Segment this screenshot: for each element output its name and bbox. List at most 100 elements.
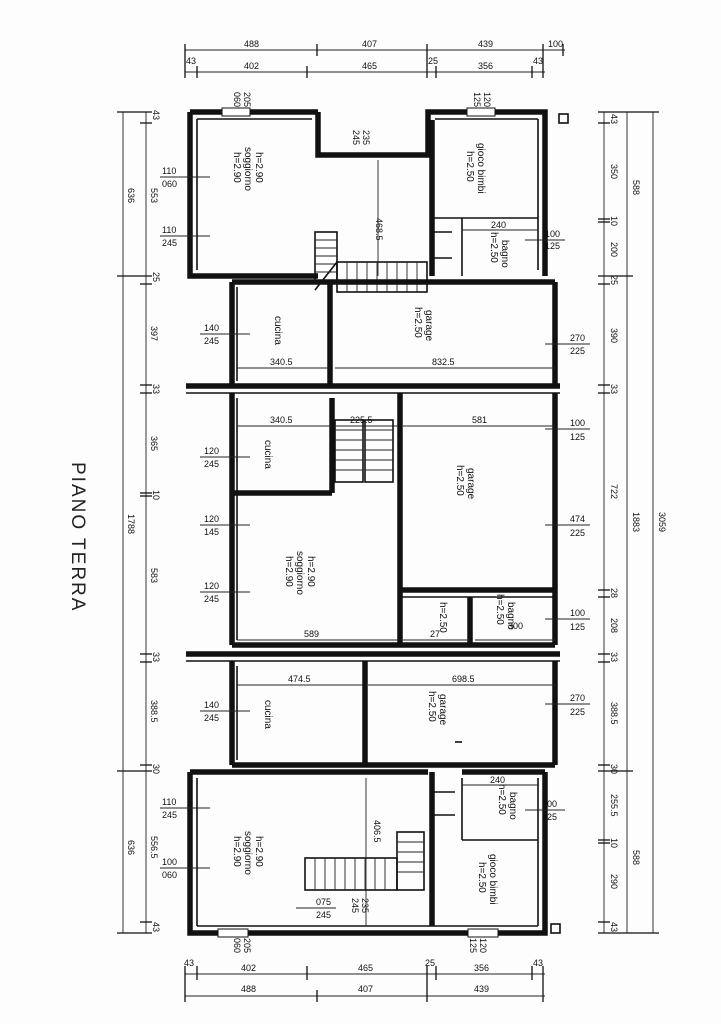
dim-left-365: 365 [149,436,159,451]
dim-left-388-5: 388.5 [149,700,159,723]
dim-left-583: 583 [149,568,159,583]
opening-100-125-d: 100 125 [525,799,565,822]
svg-text:h=2.50: h=2.50 [476,862,487,893]
svg-text:474: 474 [570,514,585,524]
svg-text:245: 245 [316,910,331,920]
interior-dims: 468.5 340.5 832.5 340.5 225.5 581 589 27… [270,218,523,843]
dim-240-a: 240 [491,220,506,230]
room-bagno-bot: bagno h=2.50 [496,784,518,820]
opening-120-125-top: 120 125 [472,92,492,107]
svg-text:245: 245 [350,898,360,913]
dim-left-1788: 1788 [126,514,136,534]
dim-bot-488: 488 [241,984,256,994]
opening-235-245-top: 235 245 [351,130,371,145]
dim-340-5-b: 340.5 [270,415,293,425]
dim-340-5-a: 340.5 [270,357,293,367]
svg-text:h=2.90: h=2.90 [253,152,264,183]
opening-270-225-b: 270 225 [545,693,590,717]
svg-text:245: 245 [204,594,219,604]
room-h-small: h=2.50 [437,602,448,633]
dim-right-33b: 33 [609,652,619,662]
svg-text:125: 125 [570,432,585,442]
opening-120-125-bot: 120 125 [468,938,488,953]
svg-text:120: 120 [204,581,219,591]
dim-589: 589 [304,629,319,639]
opening-120-245-a: 120 245 [200,446,250,469]
svg-text:125: 125 [570,622,585,632]
room-bagno-top: bagno h=2.50 [488,232,510,268]
svg-text:gioco bimbi: gioco bimbi [487,854,498,905]
dim-225-5: 225.5 [350,415,373,425]
dim-468-5: 468.5 [374,218,384,241]
svg-text:h=2.90: h=2.90 [283,556,294,587]
svg-text:125: 125 [472,92,482,107]
svg-text:110: 110 [162,797,176,807]
svg-text:100: 100 [542,799,557,809]
room-labels: h=2.90 soggiorno h=2.90 gioco bimbi h=2.… [231,143,518,905]
dim-bot-43b: 43 [533,958,543,968]
dim-right-388-5: 388.5 [609,702,619,725]
dim-top-407: 407 [362,39,377,49]
svg-text:120: 120 [478,938,488,953]
svg-text:h=2.90: h=2.90 [231,152,242,183]
dim-right-3059: 3059 [657,512,667,532]
svg-text:100: 100 [570,608,585,618]
dim-832-5: 832.5 [432,357,455,367]
left-dimension-lines: 636 1788 636 43 553 25 397 33 365 10 583… [117,110,161,934]
bottom-dimension-lines: 43 402 465 25 356 43 488 407 439 [184,958,545,1002]
dim-right-25: 25 [609,275,619,285]
room-gioco-bot: gioco bimbi h=2.50 [476,854,498,905]
opening-120-245-b: 120 245 [200,581,250,604]
svg-text:245: 245 [204,713,219,723]
svg-text:060: 060 [162,870,177,880]
dim-left-33b: 33 [151,652,161,662]
svg-text:125: 125 [542,812,557,822]
interior-dim-lines [237,160,555,926]
svg-text:h=2.50: h=2.50 [464,151,475,182]
svg-text:235: 235 [360,898,370,913]
dim-698-5: 698.5 [452,674,475,684]
dim-right-10a: 10 [609,216,619,226]
dim-left-553: 553 [149,188,159,203]
dim-406-5: 406.5 [372,820,382,843]
svg-text:225: 225 [570,346,585,356]
dim-right-28: 28 [609,588,619,598]
dim-top-100: 100 [548,39,563,49]
svg-text:225: 225 [570,528,585,538]
svg-text:205: 205 [242,92,252,107]
dim-right-390: 390 [609,328,619,343]
svg-text:110: 110 [162,225,176,235]
opening-474-225: 474 225 [545,514,590,538]
right-dimension-lines: 43 350 10 200 25 390 33 722 28 208 33 38… [598,111,667,934]
svg-text:100: 100 [570,418,585,428]
opening-100-060: 100 060 [160,857,210,880]
opening-235-245-bot: 235 245 [350,898,370,913]
dim-left-556-5: 556.5 [149,836,159,859]
dim-right-1883: 1883 [631,512,641,532]
dim-left-43a: 43 [151,110,161,120]
walls [186,107,569,938]
dim-left-25: 25 [151,272,161,282]
svg-text:075: 075 [316,897,331,907]
dim-bot-402: 402 [241,963,256,973]
dim-right-43b: 43 [609,922,619,932]
svg-text:h=2.50: h=2.50 [454,465,465,496]
top-dimension-lines: 488 407 439 100 43 402 465 25 356 43 [184,39,565,78]
opening-110-245-top: 110 245 [160,225,210,248]
svg-text:145: 145 [204,527,219,537]
svg-text:100: 100 [545,229,560,239]
dim-top-402: 402 [244,61,259,71]
svg-text:120: 120 [482,92,492,107]
opening-110-245-bot: 110 245 [160,797,210,820]
dim-bot-407: 407 [358,984,373,994]
opening-205-060-top: 205 060 [232,92,252,107]
dim-left-636b: 636 [126,840,136,855]
dim-right-290: 290 [609,874,619,889]
svg-text:soggiorno: soggiorno [294,551,305,595]
room-bagno-mid: bagno h=2.50 [494,594,516,630]
dim-right-10b: 10 [609,838,619,848]
room-cucina-1: cucina [272,316,283,345]
room-soggiorno-mid: h=2.90 soggiorno h=2.90 [283,551,316,595]
svg-text:245: 245 [204,459,219,469]
plan-title: PIANO TERRA [67,462,88,612]
